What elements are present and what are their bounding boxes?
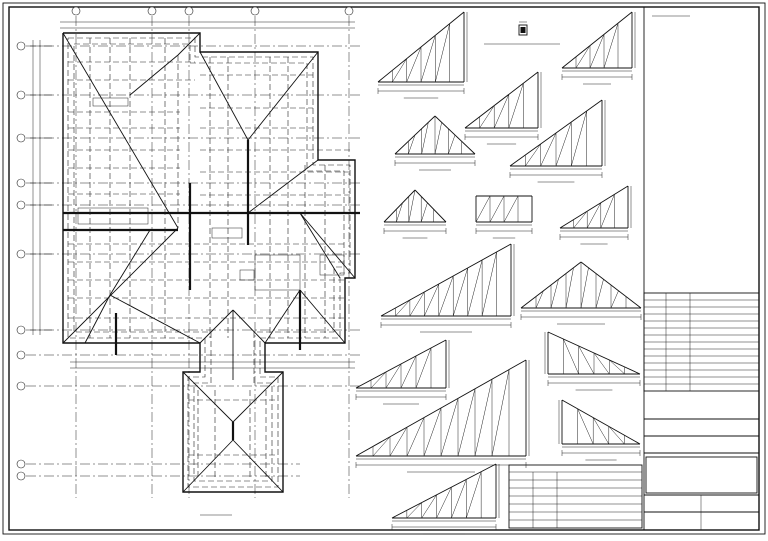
truss-elevation-5: [509, 99, 606, 183]
truss-elevation-4: [394, 115, 476, 171]
axis-grid-vertical: [75, 16, 350, 498]
project-name-box: [645, 456, 758, 494]
axis-grid-horizontal: [26, 45, 360, 477]
axis-bubbles-left: [16, 41, 26, 481]
truss-elevation-6: [383, 189, 447, 239]
truss-elevation-11: [355, 339, 450, 405]
truss-elevations: [355, 11, 642, 535]
truss-layout-dashed: [68, 38, 350, 480]
plan-openings: [77, 97, 345, 291]
dimension-lines-bottom: [70, 361, 355, 369]
girder-beams: [63, 183, 360, 355]
inner-border: [8, 6, 760, 531]
axis-bubbles-top: [71, 6, 354, 16]
dimension-lines-top: [60, 21, 355, 29]
roof-outline: [62, 32, 356, 493]
truss-elevation-1: [377, 11, 468, 99]
truss-elevation-9: [380, 243, 515, 333]
truss-elevation-12: [544, 331, 641, 391]
revision-table-rows: [644, 299, 759, 385]
hip-and-ridge-lines: [62, 32, 356, 493]
truss-elevation-2: [561, 11, 636, 85]
truss-elevation-7: [475, 195, 533, 239]
truss-elevation-3: [464, 71, 542, 145]
truss-elevation-15: [391, 463, 500, 535]
detail-symbol: [484, 21, 560, 45]
dimension-lines-left: [30, 40, 52, 335]
notes-table-rows: [509, 479, 642, 521]
truss-elevation-8: [559, 185, 632, 245]
roof-framing-plan: [16, 6, 360, 516]
truss-elevation-14: [558, 399, 641, 461]
truss-elevation-13: [355, 359, 530, 473]
title-block: [643, 7, 760, 530]
notes-table: [508, 464, 643, 529]
truss-elevation-10: [520, 261, 642, 325]
